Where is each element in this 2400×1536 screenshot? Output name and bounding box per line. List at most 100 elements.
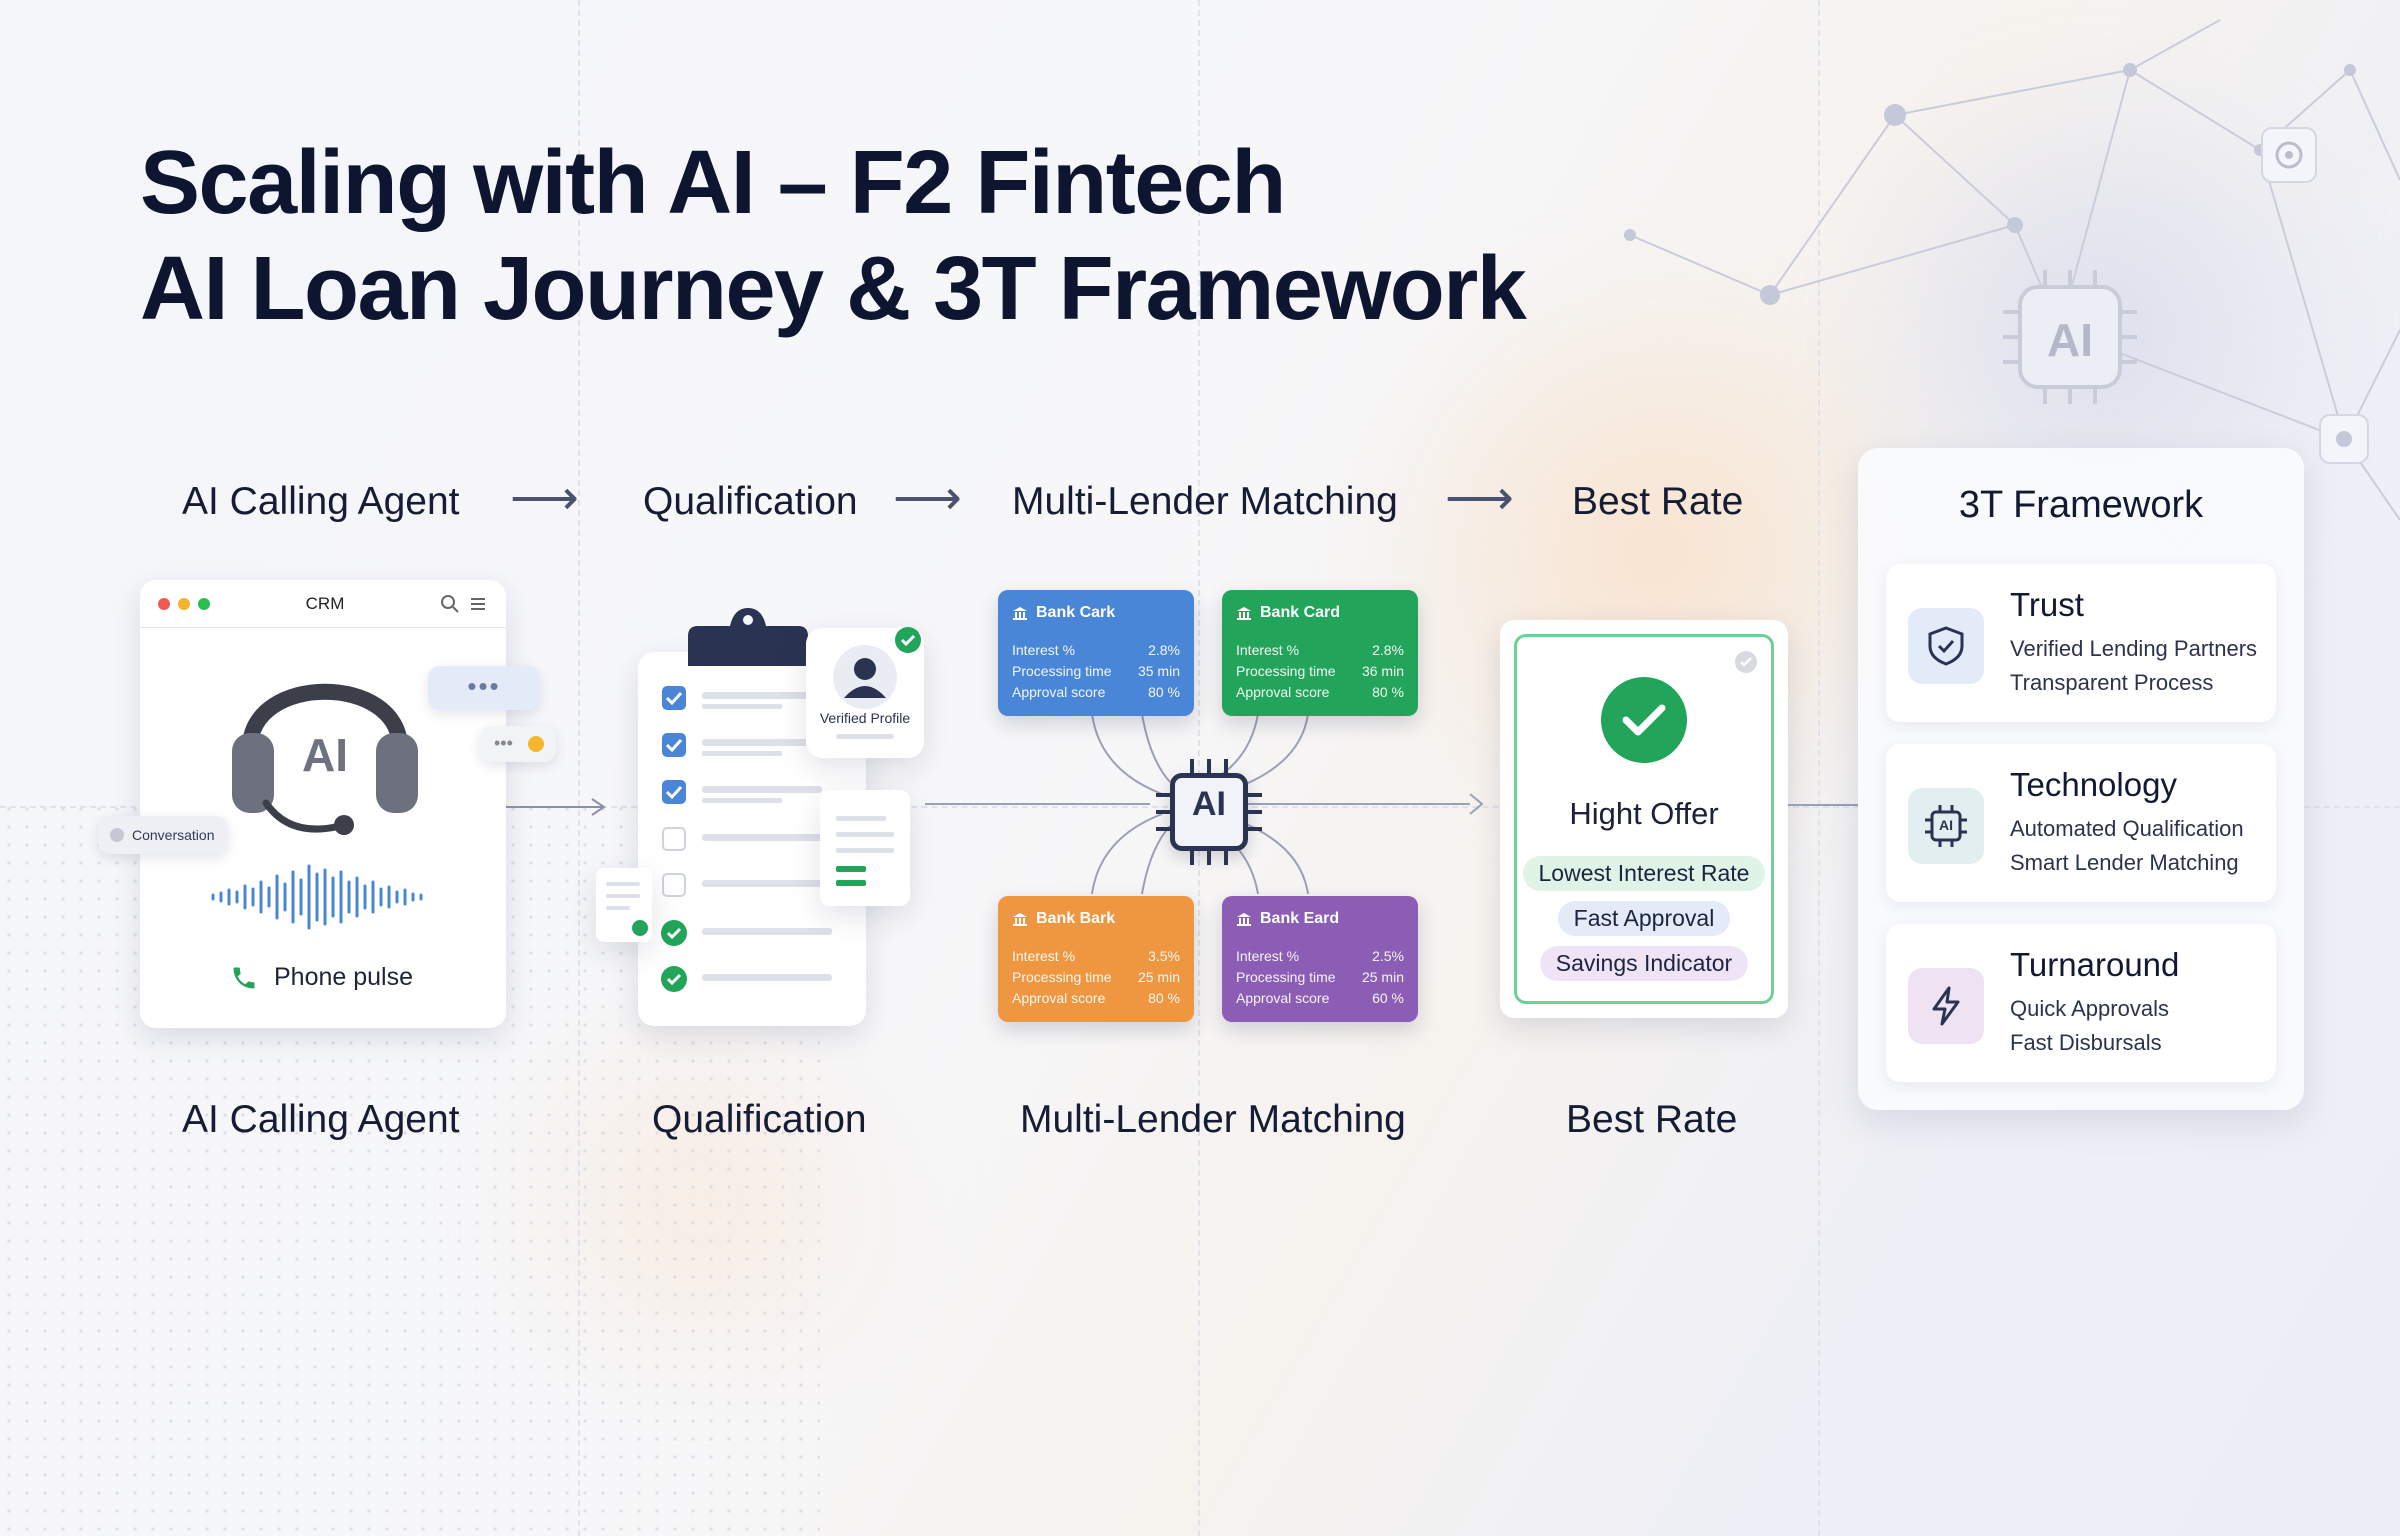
time-label: Processing time: [1236, 969, 1336, 985]
crm-title: CRM: [305, 593, 345, 613]
trust-line-2: Transparent Process: [2010, 670, 2214, 695]
grid-line: [578, 0, 580, 1536]
pill-lowest-interest-rate: Lowest Interest Rate: [1522, 856, 1766, 891]
score-value: 80 %: [1148, 990, 1180, 1006]
offer-label: Hight Offer: [1569, 796, 1719, 831]
chip-icon: [1925, 805, 1967, 847]
doc-line: [836, 880, 866, 886]
clipboard-clip-icon: [688, 608, 808, 666]
score-label: Approval score: [1012, 990, 1106, 1006]
top-step-multi-lender-matching: Multi-Lender Matching: [1012, 480, 1398, 523]
score-value: 80 %: [1148, 684, 1180, 700]
bank-name-row: Bank Cark: [1012, 604, 1180, 622]
bank-icon: [1013, 607, 1027, 620]
interest-row: Interest % 2.5%: [1236, 946, 1404, 967]
crm-titlebar: CRM: [140, 580, 506, 628]
top-step-best-rate: Best Rate: [1572, 480, 1744, 523]
interest-row: Interest %2.8%: [1236, 640, 1404, 661]
phone-icon: [233, 967, 255, 989]
small-dots: •••: [494, 733, 513, 753]
document-icon: [820, 790, 910, 906]
status-check-icon: [1735, 651, 1757, 673]
conversation-chip: Conversation: [98, 816, 228, 854]
technology-line-2: Smart Lender Matching: [2010, 850, 2239, 875]
bank-icon: [1013, 913, 1027, 926]
grid-line: [1818, 0, 1820, 1536]
ai-hub-chip: [1170, 773, 1248, 851]
ai-hub-pins-icon: [1156, 759, 1262, 865]
shield-icon: [1928, 626, 1964, 666]
bank-name: Bank Card: [1260, 604, 1341, 621]
bank-name-row: Bank Card: [1236, 604, 1404, 622]
user-avatar-icon: [833, 645, 897, 709]
score-row: Approval score 80 %: [1012, 682, 1180, 703]
arrow-icon: ⟶: [893, 472, 962, 525]
doc-line: [606, 894, 640, 898]
interest-label: Interest %: [1236, 948, 1300, 964]
turnaround-line-1: Quick Approvals: [2010, 996, 2169, 1021]
trust-icon-box: [1908, 608, 1984, 684]
interest-value: 2.5%: [1372, 948, 1404, 964]
minimize-dot-icon: [178, 597, 190, 610]
arrow-icon: ⟶: [510, 472, 579, 525]
chip-icon-label: AI: [1939, 817, 1953, 833]
score-label: Approval score: [1236, 990, 1330, 1006]
menu-icon[interactable]: [468, 594, 488, 614]
pill-savings-indicator: Savings Indicator: [1539, 946, 1749, 981]
interest-row: Interest % 2.8%: [1012, 640, 1180, 661]
doc-line: [836, 848, 894, 853]
trust-heading: Trust: [2010, 586, 2084, 623]
bank-icon: [1237, 913, 1251, 926]
interest-value: 3.5%: [1148, 948, 1180, 964]
page-title: Scaling with AI – F2 Fintech AI Loan Jou…: [140, 130, 1527, 342]
best-rate-inner: [1514, 634, 1774, 1004]
search-icon[interactable]: [440, 594, 460, 614]
interest-value: 2.8%: [1148, 642, 1180, 658]
lightning-icon: [1932, 986, 1960, 1026]
framework-title: 3T Framework: [1958, 484, 2204, 526]
interest-label: Interest %: [1012, 642, 1076, 658]
success-check-icon: [1601, 677, 1687, 763]
close-dot-icon: [158, 597, 170, 610]
framework-item-trust: Trust Verified Lending Partners Transpar…: [1886, 564, 2276, 722]
turnaround-icon-box: [1908, 968, 1984, 1044]
technology-heading: Technology: [2010, 766, 2177, 803]
headset-ai-label: AI: [302, 729, 348, 781]
bottom-step-qualification: Qualification: [652, 1098, 867, 1141]
title-line-1: Scaling with AI – F2 Fintech: [140, 133, 1286, 233]
conversation-label: Conversation: [132, 827, 215, 843]
pill-fast-approval: Fast Approval: [1557, 901, 1731, 936]
interest-label: Interest %: [1236, 642, 1300, 658]
maximize-dot-icon: [198, 597, 210, 610]
score-label: Approval score: [1012, 684, 1106, 700]
top-step-ai-calling-agent: AI Calling Agent: [182, 480, 460, 523]
score-value: 80 %: [1372, 684, 1404, 700]
typing-dots-chip: •••: [428, 666, 540, 710]
title-line-2: AI Loan Journey & 3T Framework: [140, 239, 1527, 339]
time-value: 36 min: [1361, 663, 1404, 679]
turnaround-line-2: Fast Disbursals: [2010, 1030, 2162, 1055]
verified-profile-line: [836, 734, 894, 739]
interest-label: Interest %: [1012, 948, 1076, 964]
bank-name: Bank Eard: [1260, 910, 1340, 927]
typing-dots: •••: [467, 671, 501, 701]
verified-profile-label: Verified Profile: [819, 710, 911, 726]
small-check-icon: [632, 920, 648, 936]
network-decoration: [1624, 19, 2400, 564]
bank-name-row: Bank Bark: [1012, 910, 1180, 928]
score-value: 60 %: [1372, 990, 1404, 1006]
time-value: 25 min: [1137, 969, 1180, 985]
bank-name: Bank Cark: [1036, 604, 1116, 621]
doc-line: [836, 832, 894, 837]
flow-arrow-1: [506, 798, 606, 816]
bottom-step-multi-lender-matching: Multi-Lender Matching: [1020, 1098, 1406, 1141]
arrow-icon: ⟶: [1445, 472, 1514, 525]
time-value: 35 min: [1137, 663, 1180, 679]
voice-wave-icon: [211, 864, 423, 930]
